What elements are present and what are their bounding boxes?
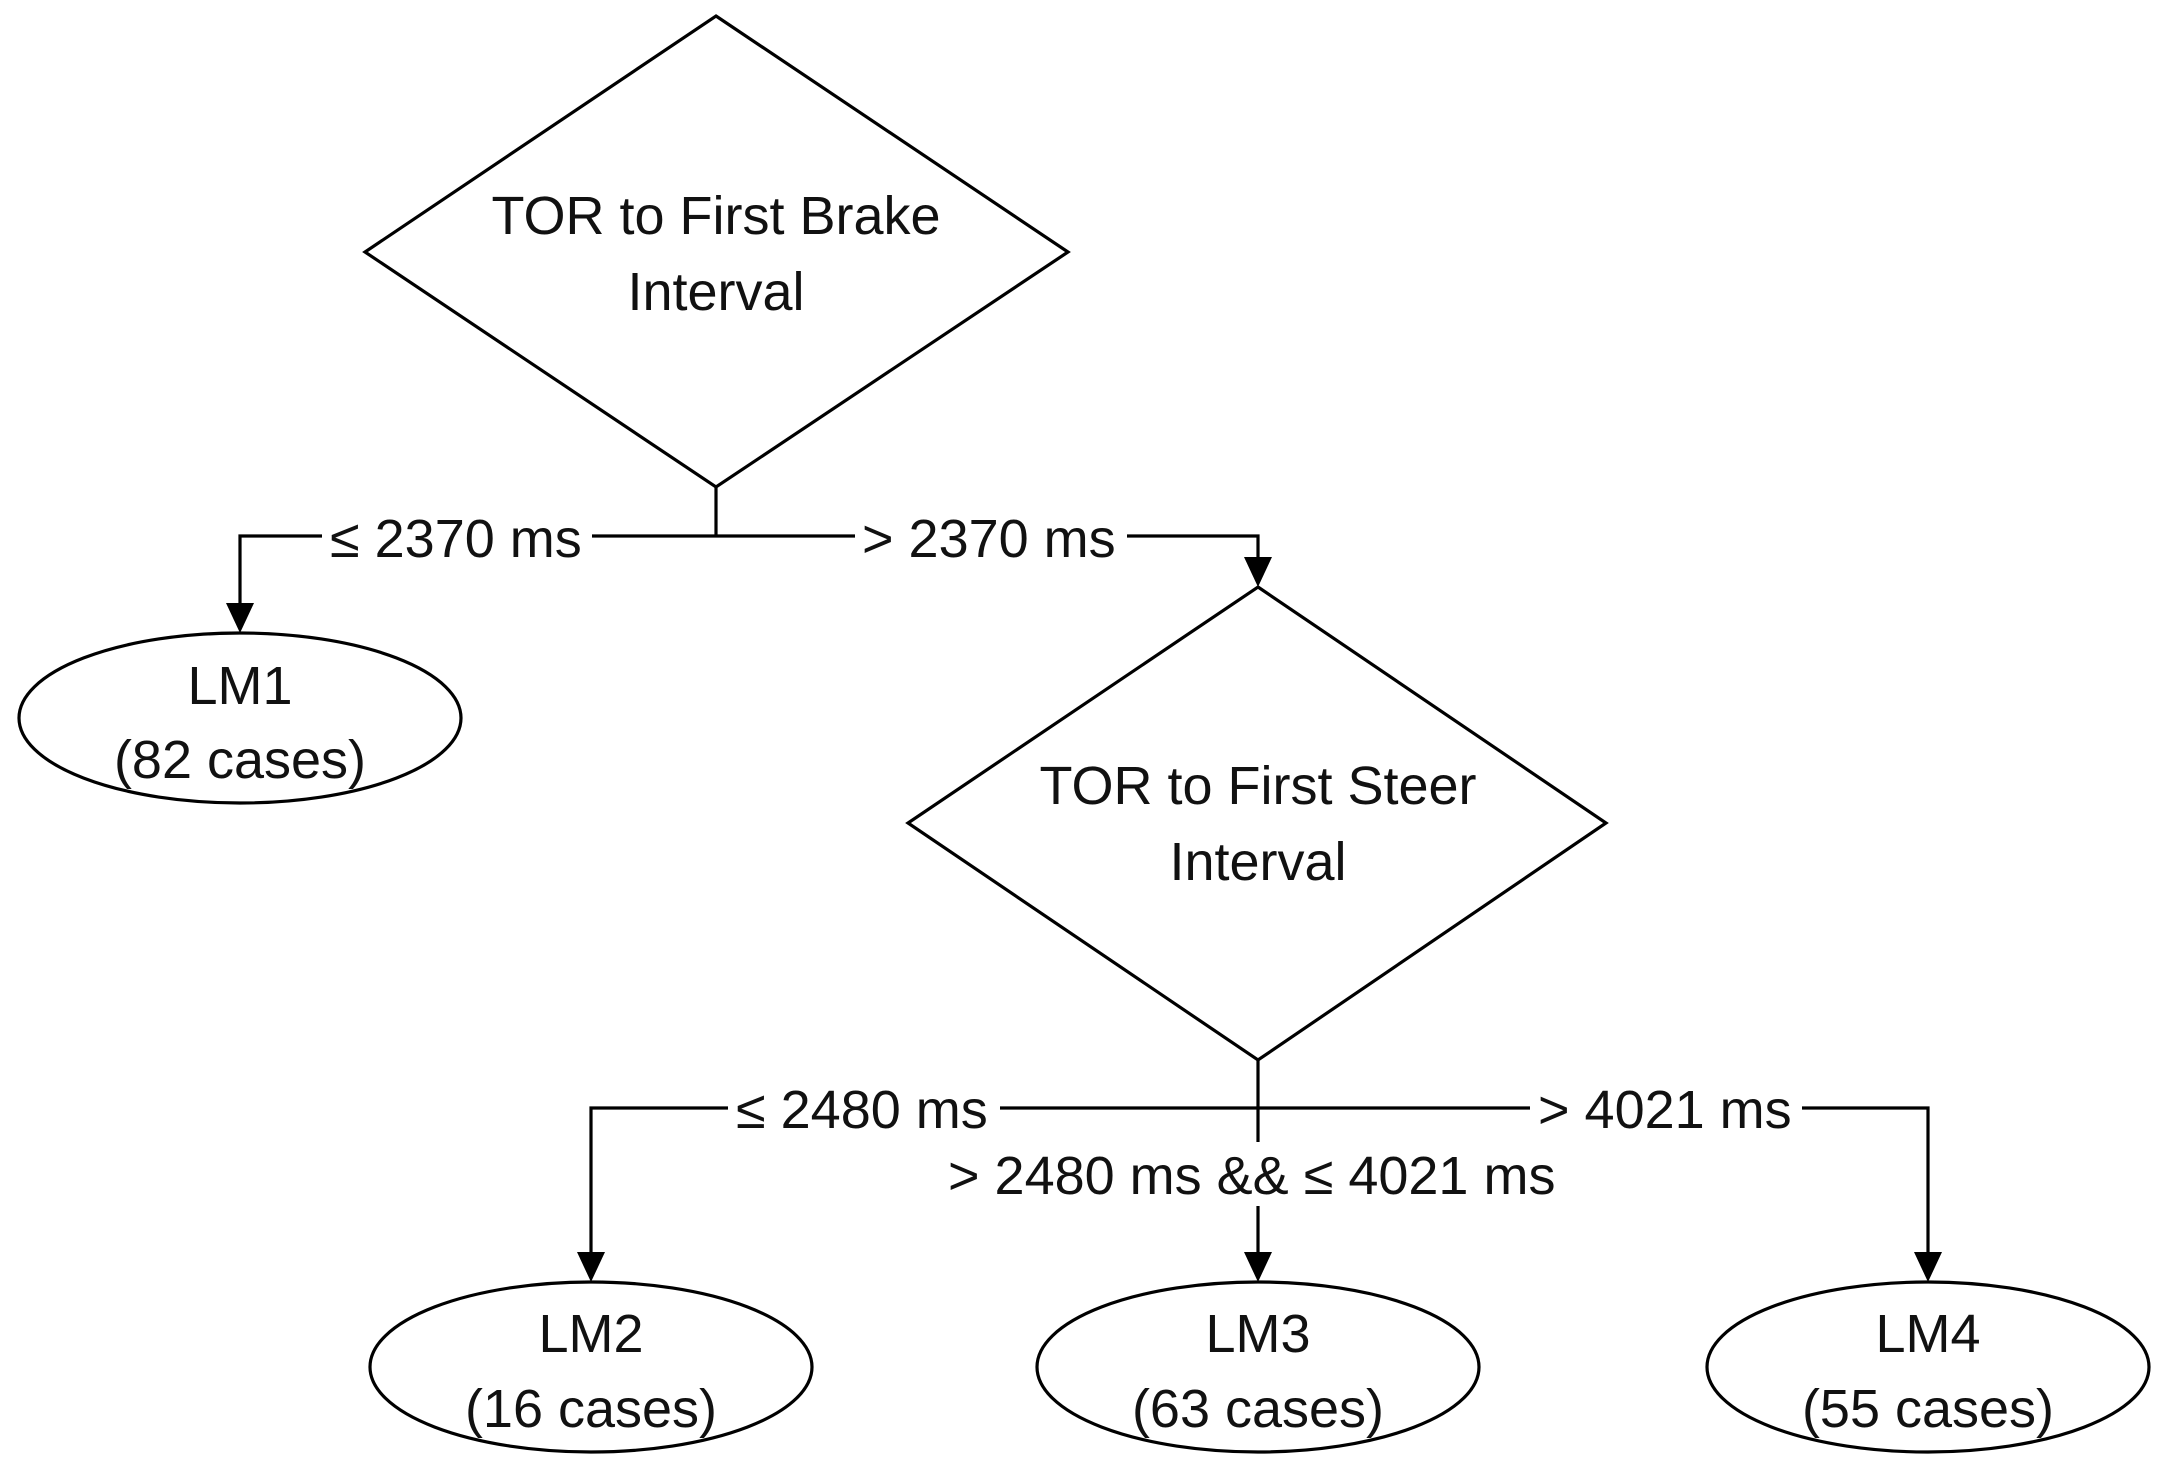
leaf-node-lm1 <box>17 631 463 805</box>
leaf-lm2-name: LM2 <box>538 1304 643 1364</box>
decision-node-steer-interval <box>905 585 1609 1062</box>
decision-node-steer-line2: Interval <box>1169 832 1346 892</box>
second-left-connector <box>589 1106 1258 1252</box>
leaf-lm1-name: LM1 <box>187 656 292 716</box>
leaf-lm4-cases: (55 cases) <box>1802 1379 2054 1439</box>
second-right-label-bg <box>1530 1076 1802 1140</box>
leaf-lm3-name: LM3 <box>1205 1304 1310 1364</box>
decision-node-brake-line1: TOR to First Brake <box>491 186 940 246</box>
second-middle-label-bg <box>940 1142 1585 1206</box>
decision-node-brake-line2: Interval <box>627 262 804 322</box>
leaf-node-lm3 <box>1035 1280 1481 1454</box>
leaf-lm4-name: LM4 <box>1875 1304 1980 1364</box>
root-left-label-bg <box>322 505 592 569</box>
second-left-label-bg <box>728 1076 1000 1140</box>
leaf-node-lm4 <box>1705 1280 2151 1454</box>
second-left-arrowhead <box>577 1252 605 1282</box>
leaf-lm3-cases: (63 cases) <box>1132 1379 1384 1439</box>
branch-label-between-2480-4021: > 2480 ms && ≤ 4021 ms <box>948 1146 1555 1206</box>
branch-label-gt-2370: > 2370 ms <box>862 509 1116 569</box>
branch-label-le-2370: ≤ 2370 ms <box>330 509 582 569</box>
second-right-connector <box>1258 1106 1930 1252</box>
branch-label-le-2480: ≤ 2480 ms <box>736 1080 988 1140</box>
decision-node-brake-interval <box>362 14 1071 489</box>
second-right-arrowhead <box>1914 1252 1942 1282</box>
leaf-lm1-cases: (82 cases) <box>114 730 366 790</box>
leaf-lm2-cases: (16 cases) <box>465 1379 717 1439</box>
leaf-node-lm2 <box>368 1280 814 1454</box>
root-right-label-bg <box>855 505 1127 569</box>
second-middle-arrowhead <box>1244 1252 1272 1282</box>
decision-node-steer-line1: TOR to First Steer <box>1039 756 1476 816</box>
branch-label-gt-4021: > 4021 ms <box>1538 1080 1792 1140</box>
root-left-arrowhead <box>226 603 254 633</box>
root-right-arrowhead <box>1244 557 1272 587</box>
